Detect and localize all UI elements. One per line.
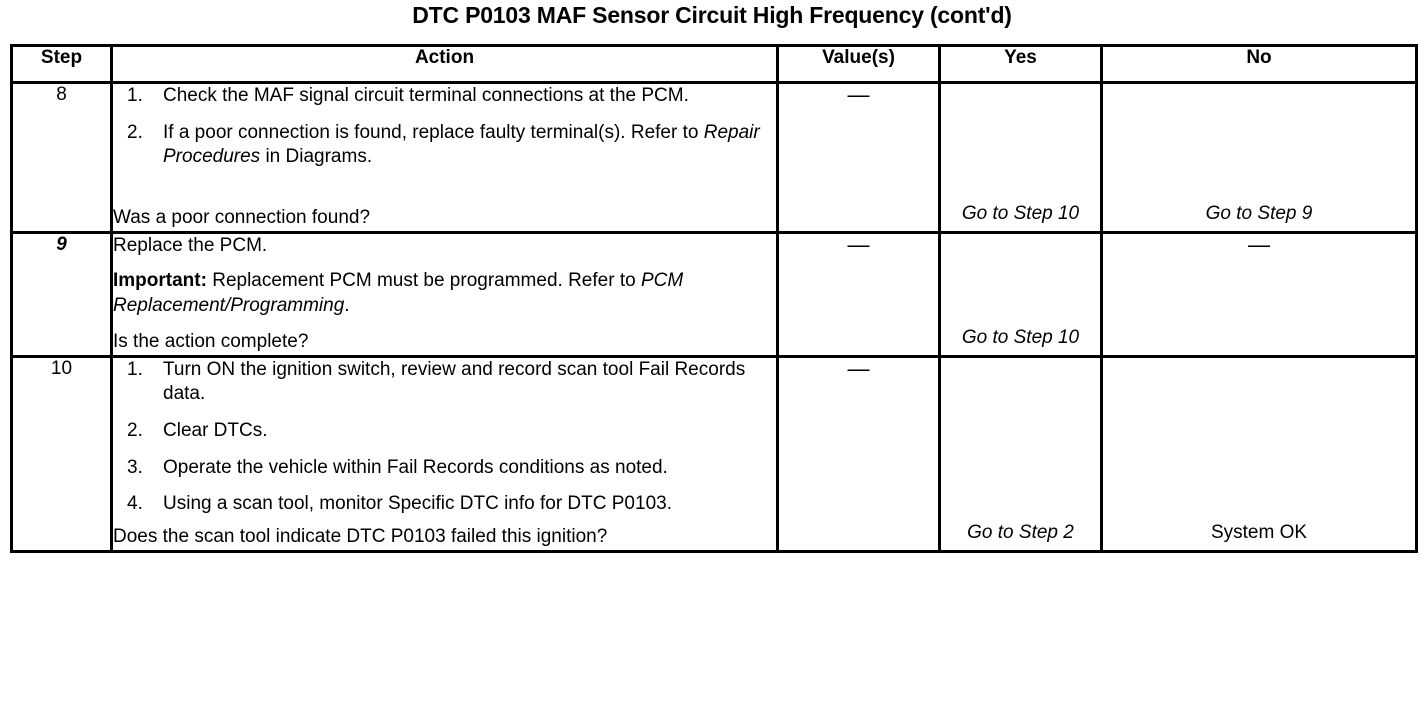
item-number: 3.: [127, 456, 143, 478]
item-number: 2.: [127, 121, 143, 143]
important-text-pre: Replacement PCM must be programmed. Refe…: [206, 270, 641, 292]
important-text-emphasis: PCM Replacement/Programming: [113, 270, 684, 317]
no-cell-step-10: System OK: [1100, 354, 1418, 553]
header-action: Action: [110, 44, 779, 84]
yes-cell-step-8: Go to Step 10: [938, 81, 1103, 234]
action-item: 2. If a poor connection is found, replac…: [113, 121, 776, 170]
header-row: Step Action Value(s) Yes No: [10, 44, 1418, 84]
step-number-8: 8: [10, 81, 113, 234]
value-cell-step-9: —: [776, 230, 941, 358]
action-question: Was a poor connection found?: [113, 207, 371, 229]
item-number: 1.: [127, 358, 143, 380]
value-dash: —: [847, 355, 870, 381]
action-cell-step-10: 1. Turn ON the ignition switch, review a…: [110, 354, 779, 553]
table-row-step-10: 10 1. Turn ON the ignition switch, revie…: [10, 354, 1418, 553]
yes-cell-step-9: Go to Step 10: [938, 230, 1103, 358]
item-text: Check the MAF signal circuit terminal co…: [163, 85, 689, 106]
value-cell-step-10: —: [776, 354, 941, 553]
yes-result: Go to Step 10: [961, 326, 1080, 348]
action-item: 4. Using a scan tool, monitor Specific D…: [113, 492, 776, 517]
diagnostic-table: Step Action Value(s) Yes No 8 1. Check t…: [10, 44, 1418, 553]
no-cell-step-8: Go to Step 9: [1100, 81, 1418, 234]
table-row-step-8: 8 1. Check the MAF signal circuit termin…: [10, 81, 1418, 234]
item-text-pre: If a poor connection is found, replace f…: [163, 121, 704, 143]
action-question: Is the action complete?: [113, 330, 309, 352]
item-text: Clear DTCs.: [163, 419, 268, 441]
table-row-step-9: 9 Replace the PCM. Important: Replacemen…: [10, 230, 1418, 358]
item-number: 1.: [127, 85, 143, 106]
action-list-step-8: 1. Check the MAF signal circuit terminal…: [113, 84, 776, 170]
action-item: 1. Check the MAF signal circuit terminal…: [113, 84, 776, 109]
header-value: Value(s): [776, 44, 941, 84]
important-text-post: .: [344, 295, 350, 317]
no-cell-step-9: —: [1100, 230, 1418, 358]
item-text-post: in Diagrams.: [260, 146, 373, 168]
action-item: 3. Operate the vehicle within Fail Recor…: [113, 456, 776, 481]
page-title: DTC P0103 MAF Sensor Circuit High Freque…: [412, 2, 1012, 28]
no-result: System OK: [1210, 521, 1308, 543]
value-cell-step-8: —: [776, 81, 941, 234]
important-label: Important:: [113, 270, 207, 292]
header-no: No: [1100, 44, 1418, 84]
item-text: Operate the vehicle within Fail Records …: [163, 456, 668, 478]
action-paragraph: Replace the PCM.: [113, 234, 268, 256]
step-number-10: 10: [10, 354, 113, 553]
item-text: Using a scan tool, monitor Specific DTC …: [163, 493, 672, 515]
item-text-emphasis: Repair Procedures: [163, 121, 760, 168]
action-cell-step-9: Replace the PCM. Important: Replacement …: [110, 230, 779, 358]
action-list-step-10: 1. Turn ON the ignition switch, review a…: [113, 358, 776, 517]
value-dash: —: [847, 231, 870, 257]
action-item: 2. Clear DTCs.: [113, 419, 776, 444]
value-dash: —: [847, 82, 870, 107]
item-text: Turn ON the ignition switch, review and …: [163, 358, 746, 405]
item-number: 4.: [127, 493, 143, 515]
table-header: Step Action Value(s) Yes No: [10, 44, 1418, 84]
no-result: Go to Step 9: [1205, 202, 1313, 224]
yes-cell-step-10: Go to Step 2: [938, 354, 1103, 553]
step-number-9: 9: [10, 230, 113, 358]
action-cell-step-8: 1. Check the MAF signal circuit terminal…: [110, 81, 779, 234]
header-step: Step: [10, 44, 113, 84]
item-number: 2.: [127, 419, 143, 441]
table-body: 8 1. Check the MAF signal circuit termin…: [10, 81, 1418, 553]
yes-result: Go to Step 2: [967, 521, 1074, 543]
header-yes: Yes: [938, 44, 1103, 84]
action-question: Does the scan tool indicate DTC P0103 fa…: [113, 525, 608, 547]
action-paragraph-important: Important: Replacement PCM must be progr…: [113, 269, 776, 318]
no-result-dash: —: [1248, 231, 1270, 257]
action-item: 1. Turn ON the ignition switch, review a…: [113, 358, 776, 407]
yes-result: Go to Step 10: [961, 202, 1080, 224]
